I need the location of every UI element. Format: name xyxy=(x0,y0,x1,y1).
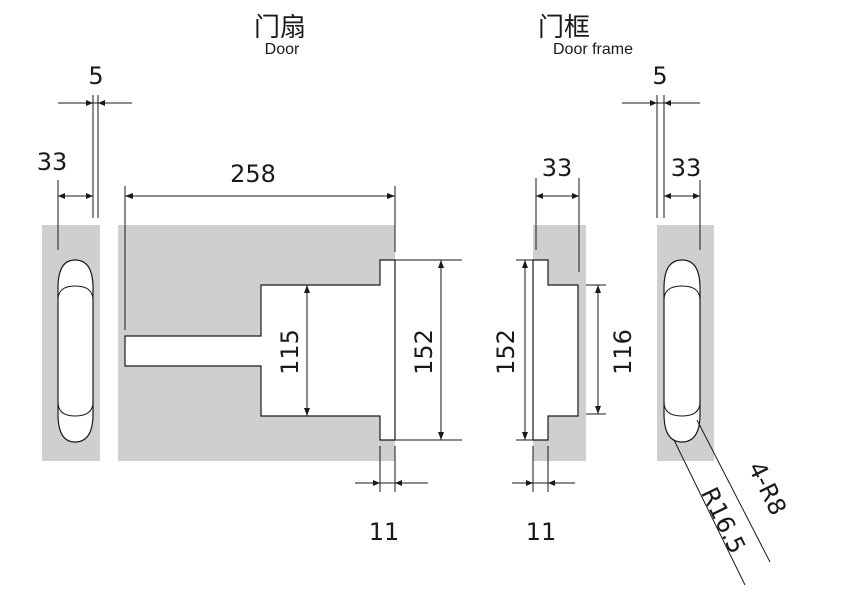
radius-small-label: 4-R8 xyxy=(742,457,792,519)
door-side-hinge-top-arc xyxy=(57,285,94,301)
frame-side-width-label: 5 xyxy=(652,62,667,90)
frame-width-label: 33 xyxy=(542,154,573,182)
frame-side-hinge-bottom-arc xyxy=(663,401,701,417)
door-side-hinge-body xyxy=(57,259,94,443)
door-side-width-label: 5 xyxy=(88,62,103,90)
radius-small-leader xyxy=(696,419,771,563)
door-length-label: 258 xyxy=(230,160,276,188)
door-flange-label: 11 xyxy=(369,518,400,546)
door-title-cn: 门扇 xyxy=(254,13,306,43)
frame-side-depth-label: 33 xyxy=(671,154,702,182)
door-title-en: Door xyxy=(265,41,300,58)
door-inner-height-label: 115 xyxy=(276,329,304,375)
frame-section-profile xyxy=(532,259,579,441)
door-side-depth-label: 33 xyxy=(37,148,68,176)
frame-inner-height-label: 116 xyxy=(609,329,637,375)
radius-large-label: R16.5 xyxy=(695,483,751,558)
frame-total-height-label: 152 xyxy=(492,329,520,375)
frame-title-en: Door frame xyxy=(553,41,633,58)
frame-flange-label: 11 xyxy=(526,518,557,546)
frame-title-cn: 门框 xyxy=(538,13,590,43)
frame-side-hinge-top-arc xyxy=(663,285,701,301)
door-total-height-label: 152 xyxy=(410,329,438,375)
radius-large-leader xyxy=(673,439,746,586)
door-side-hinge-bottom-arc xyxy=(57,401,94,417)
frame-side-hinge-body xyxy=(663,259,701,443)
